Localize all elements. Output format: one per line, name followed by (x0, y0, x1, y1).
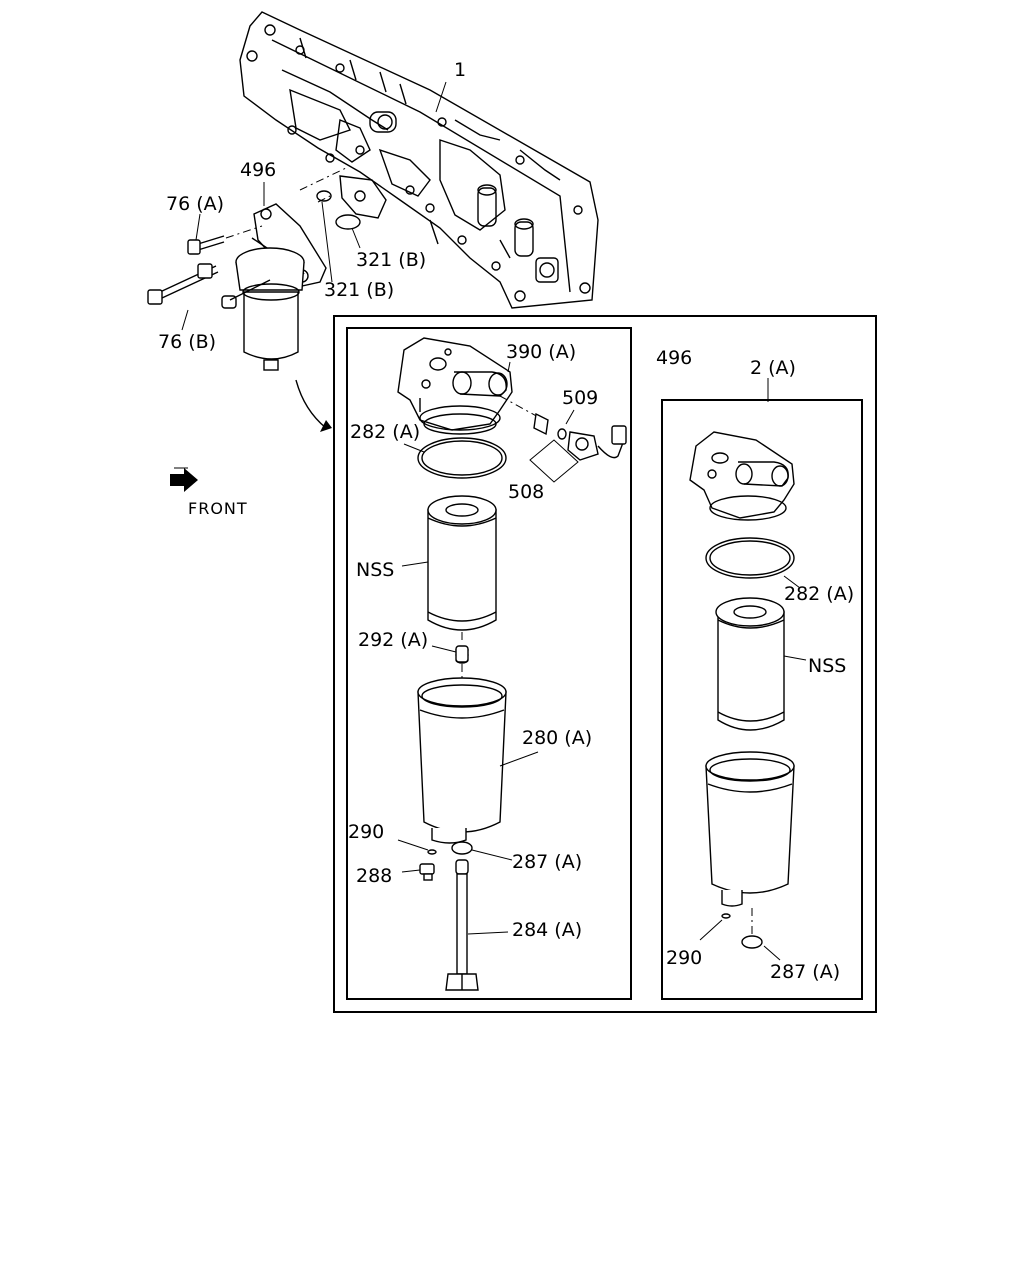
detail-arrow (295, 379, 327, 429)
label-part-496-right: 496 (656, 347, 692, 369)
spring-292a (455, 645, 469, 664)
label-nss-left: NSS (356, 559, 394, 581)
front-arrow-icon (170, 467, 198, 492)
o-ring-282a-left (417, 437, 507, 479)
label-part-321b-1: 321 (B) (356, 249, 426, 271)
filter-head-390a (397, 337, 513, 435)
label-part-2a: 2 (A) (750, 357, 796, 379)
label-part-282a-right: 282 (A) (784, 583, 854, 605)
label-part-290-left: 290 (348, 821, 384, 843)
filter-element-nss-left (427, 495, 497, 631)
engine-housing-drawing (239, 11, 599, 309)
right-detail-panel (661, 399, 863, 1000)
bolt-76a (187, 235, 225, 255)
label-part-288: 288 (356, 865, 392, 887)
o-ring-321b-2 (335, 214, 361, 230)
o-ring-290-right (721, 913, 731, 919)
filter-element-nss-right (715, 597, 785, 731)
plug-288 (419, 863, 435, 881)
label-part-321b-2: 321 (B) (324, 279, 394, 301)
outer-detail-frame (333, 315, 877, 1013)
label-front: FRONT (188, 499, 248, 518)
o-ring-287a-right (741, 935, 763, 949)
o-ring-290-left (427, 849, 437, 855)
label-nss-right: NSS (808, 655, 846, 677)
sensor-508 (499, 395, 627, 461)
filter-head-2a (689, 431, 795, 521)
label-part-290-right: 290 (666, 947, 702, 969)
label-part-508: 508 (508, 481, 544, 503)
label-part-496-top: 496 (240, 159, 276, 181)
label-part-390a: 390 (A) (506, 341, 576, 363)
o-ring-282a-right (705, 537, 795, 579)
label-part-1: 1 (454, 59, 466, 81)
label-part-287a-left: 287 (A) (512, 851, 582, 873)
label-part-282a-left: 282 (A) (350, 421, 420, 443)
label-part-509: 509 (562, 387, 598, 409)
label-part-284a: 284 (A) (512, 919, 582, 941)
label-part-292a: 292 (A) (358, 629, 428, 651)
label-part-280a: 280 (A) (522, 727, 592, 749)
label-part-76a: 76 (A) (166, 193, 224, 215)
filter-bowl-280a (417, 677, 507, 844)
bolt-76b (147, 263, 219, 305)
o-ring-321b-1 (316, 190, 332, 202)
filter-bowl-right (705, 751, 795, 907)
o-ring-287a-left (451, 841, 473, 855)
left-detail-panel (346, 327, 632, 1000)
label-part-76b: 76 (B) (158, 331, 216, 353)
filter-assembly-small (221, 247, 305, 371)
label-part-287a-right: 287 (A) (770, 961, 840, 983)
centre-bolt-284a (445, 859, 479, 991)
